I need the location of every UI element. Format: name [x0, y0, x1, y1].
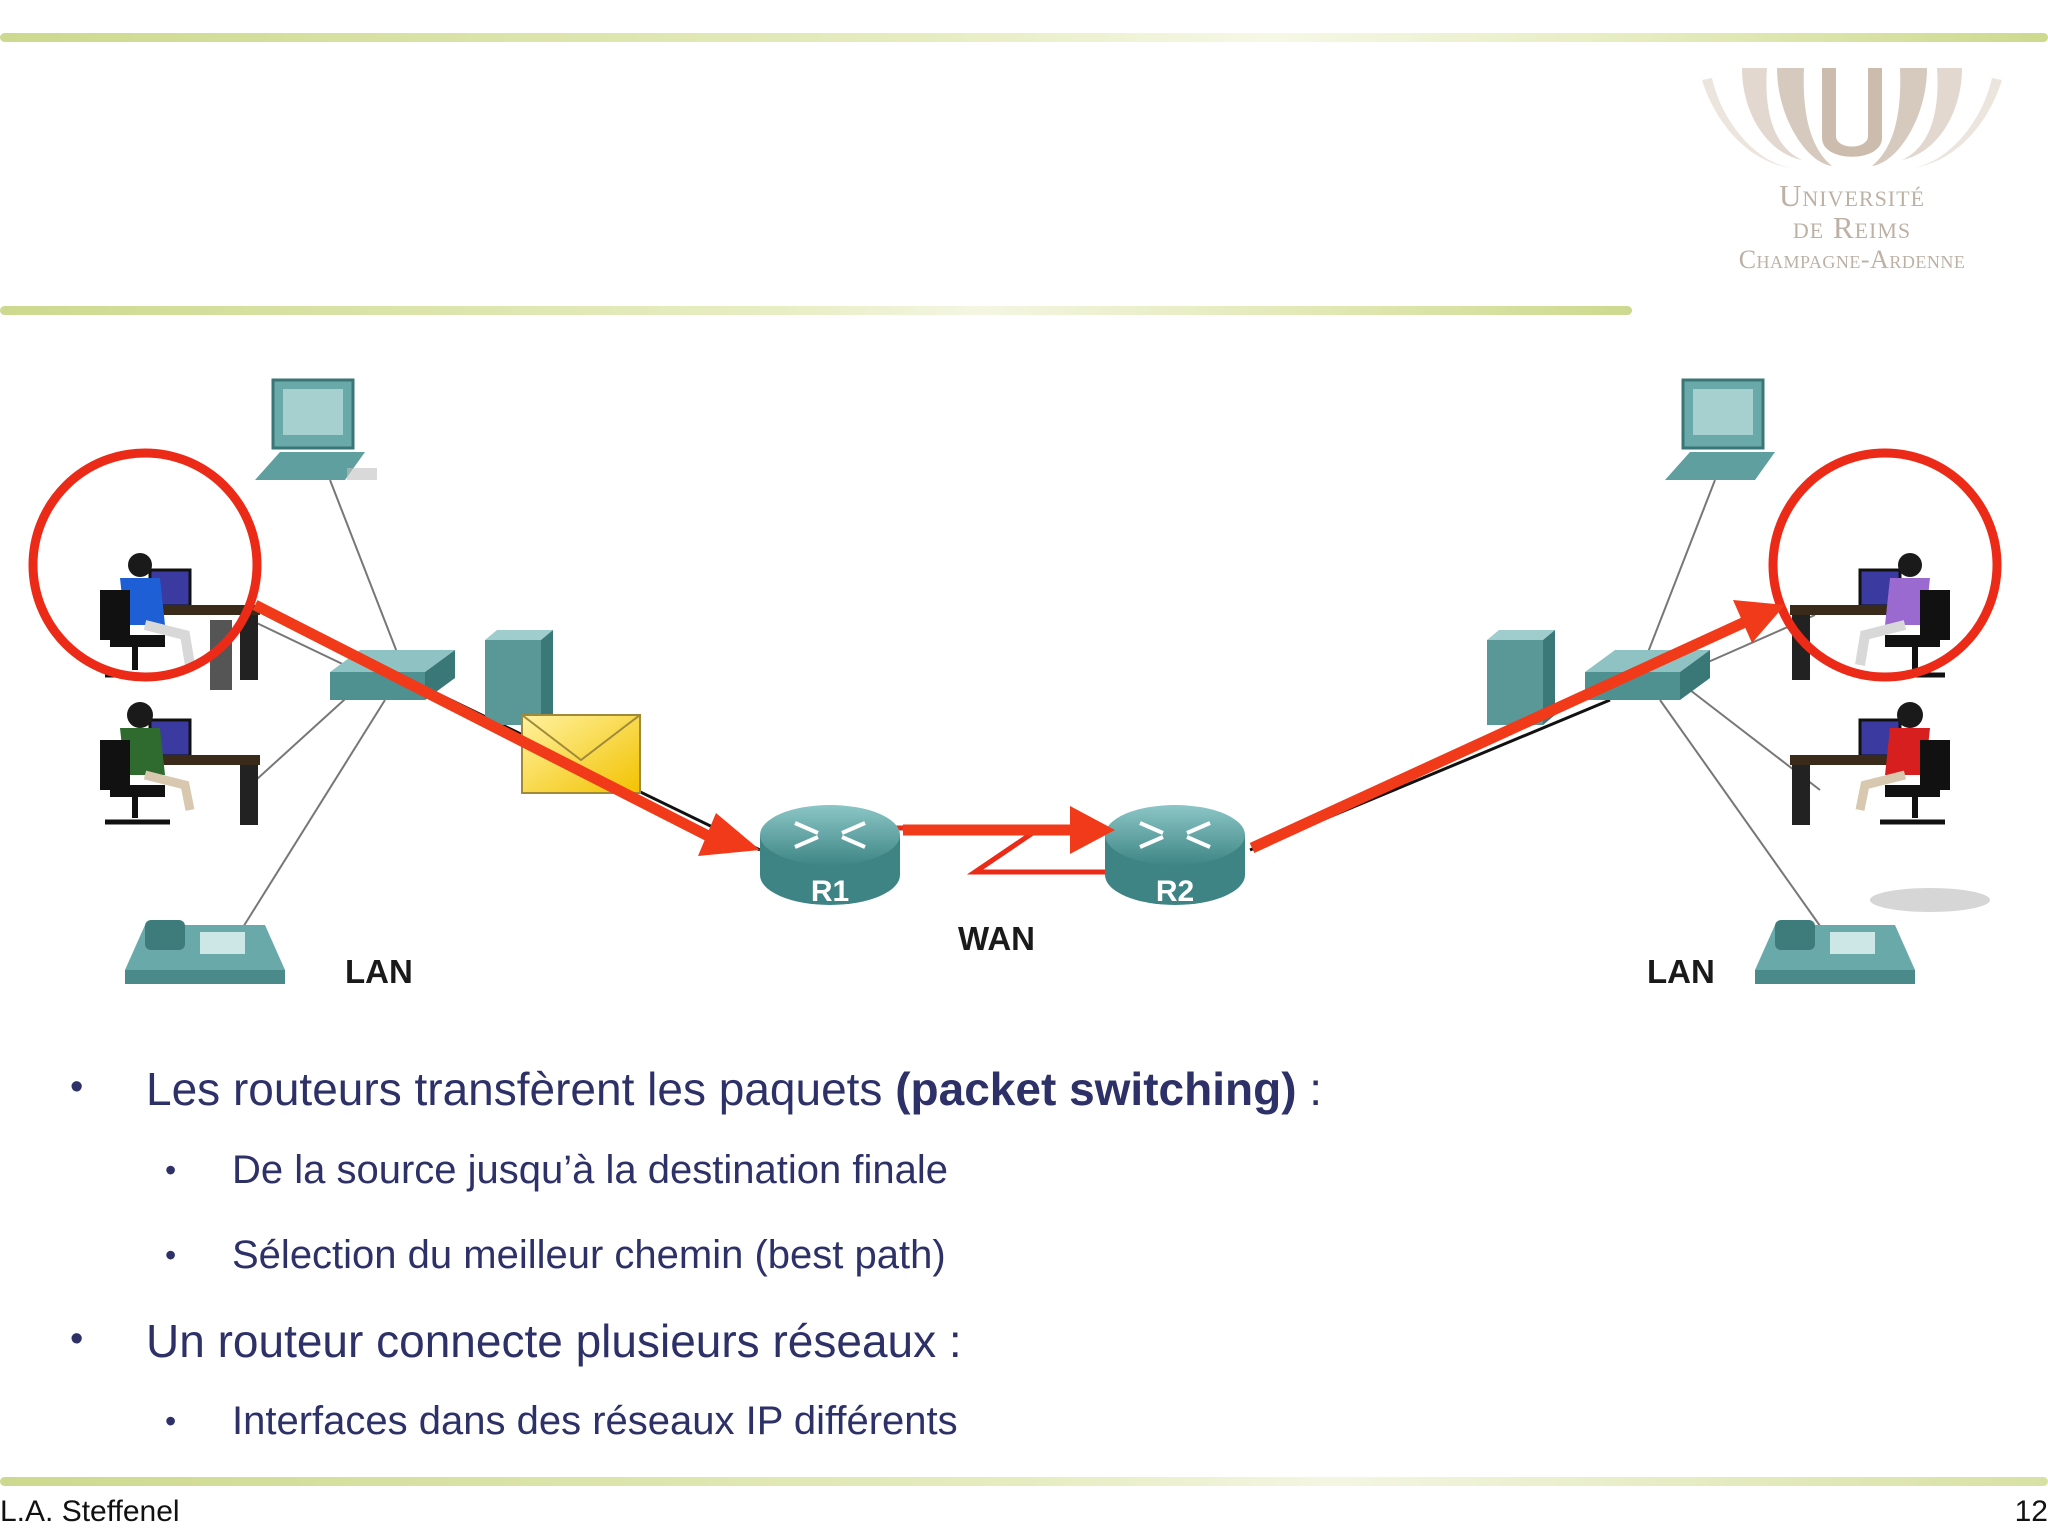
bullet-1-text: Les routeurs transfèrent les paquets — [146, 1063, 896, 1115]
logo-line-3: Champagne-Ardenne — [1738, 245, 1966, 274]
user-workstation-icon — [1790, 553, 1950, 680]
destination-highlight-circle — [1768, 448, 2002, 682]
server-icon — [485, 630, 553, 725]
user-workstation-icon — [1790, 702, 1950, 825]
ip-phone-icon — [1755, 920, 1915, 984]
page-number: 12 — [2014, 1495, 2048, 1528]
bullet-1-suffix: : — [1296, 1063, 1323, 1115]
router-label-r1: R1 — [811, 875, 849, 908]
bullet-marker: • — [70, 1318, 84, 1360]
logo-wordmark: Université de Reims Champagne-Ardenne — [1672, 180, 2032, 276]
wan-label: WAN — [958, 920, 1035, 957]
sub-bullet-marker: • — [165, 1403, 177, 1439]
computer-icon — [255, 378, 377, 480]
bullet-2-sub-1: Interfaces dans des réseaux IP différent… — [232, 1399, 958, 1443]
user-workstation-icon — [100, 702, 260, 825]
ip-phone-icon — [125, 920, 285, 984]
top-accent-rule — [0, 33, 2048, 42]
bullet-2: Un routeur connecte plusieurs réseaux : — [146, 1315, 962, 1367]
title-accent-rule — [0, 306, 1632, 315]
router-icon: R1 — [760, 805, 900, 908]
packet-path-arrows — [252, 600, 1785, 856]
sub-bullet-marker: • — [165, 1152, 177, 1188]
bullet-1-bold: (packet switching) — [895, 1063, 1297, 1115]
logo-fan-icon — [1702, 68, 2002, 168]
server-icon — [1487, 630, 1555, 725]
bullet-1-sub-1: De la source jusqu’à la destination fina… — [232, 1148, 948, 1192]
router-label-r2: R2 — [1156, 875, 1194, 908]
bullet-marker: • — [70, 1066, 84, 1108]
bullet-1-sub-2: Sélection du meilleur chemin (best path) — [232, 1233, 946, 1277]
bullet-1: Les routeurs transfèrent les paquets (pa… — [146, 1062, 1322, 1116]
network-diagram: R1 R2 LAN WAN LAN — [28, 378, 2002, 990]
source-highlight-circle — [28, 448, 262, 682]
lan-right-label: LAN — [1647, 953, 1715, 990]
footer-author: L.A. Steffenel — [0, 1495, 180, 1528]
sub-bullet-marker: • — [165, 1237, 177, 1273]
lan-left-label: LAN — [345, 953, 413, 990]
computer-icon — [1665, 378, 1775, 480]
router-icon: R2 — [1105, 805, 1245, 908]
footer-accent-rule — [0, 1477, 2048, 1486]
logo-line-2: de Reims — [1792, 210, 1912, 245]
logo-line-1: Université — [1778, 178, 1926, 213]
university-logo: Université de Reims Champagne-Ardenne — [1672, 68, 2032, 288]
